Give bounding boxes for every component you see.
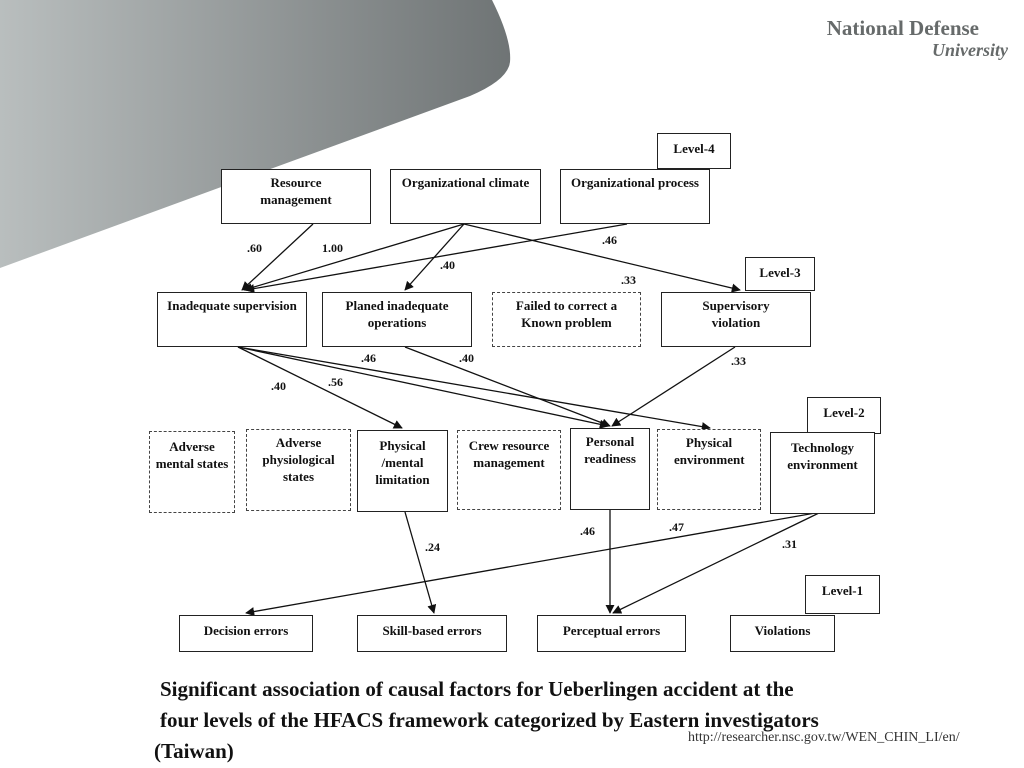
factor-adverse-mental-states: Adverse mental states [149,431,235,513]
factor-resource-management: Resource management [221,169,371,224]
coefficient-label: .46 [580,524,595,538]
factor-planed-inadequate-operations: Planed inadequate operations [322,292,472,347]
coefficient-label: .56 [328,375,343,389]
factor-decision-errors: Decision errors [179,615,313,652]
level-1-label: Level-1 [805,575,880,614]
factor-supervisory-violation: Supervisory violation [661,292,811,347]
factor-organizational-climate: Organizational climate [390,169,541,224]
arrow-supervision-to-physical-mental [237,346,403,429]
coefficient-label: .33 [731,354,746,368]
coefficient-label: .47 [669,520,684,534]
caption-line-2: four levels of the HFACS framework categ… [160,708,819,732]
arrow-operations-to-personal-readiness [404,346,611,428]
level-3-label: Level-3 [745,257,815,291]
arrow-climate-to-operations [404,223,465,291]
arrow-climate-to-supervision [243,223,465,293]
factor-violations: Violations [730,615,835,652]
arrow-technology-to-perceptual-errors [612,511,822,614]
arrow-supervision-to-physical-environment [237,346,711,432]
figure-caption: Significant association of causal factor… [154,674,990,767]
factor-inadequate-supervision: Inadequate supervision [157,292,307,347]
decorative-corner-shape [0,0,511,268]
level-2-label: Level-2 [807,397,881,434]
factor-physical-mental-limitation: Physical /mental limitation [357,430,448,512]
factor-adverse-physiological-states: Adverse physiological states [246,429,351,511]
factor-crew-resource-management: Crew resource management [457,430,561,510]
caption-line-3: (Taiwan) [154,739,234,763]
arrow-process-to-supervision [245,223,628,294]
coefficient-label: .46 [602,233,617,247]
factor-technology-environment: Technology environment [770,432,875,514]
arrow-violation-to-personal-readiness [611,346,736,427]
arrow-physical-mental-to-skill-errors [404,511,437,614]
coefficient-label: .40 [271,379,286,393]
coefficient-label: .40 [440,258,455,272]
arrow-technology-to-decision-errors [245,511,822,617]
factor-perceptual-errors: Perceptual errors [537,615,686,652]
factor-skill-based-errors: Skill-based errors [357,615,507,652]
source-url-link[interactable]: http://researcher.nsc.gov.tw/WEN_CHIN_LI… [688,730,960,745]
coefficient-label: .60 [247,241,262,255]
coefficient-label: .46 [361,351,376,365]
brand-logo-text: National Defense University [827,16,1008,60]
factor-failed-to-correct-problem: Failed to correct a Known problem [492,292,641,347]
factor-personal-readiness: Personal readiness [570,428,650,510]
brand-subname: University [932,40,1008,60]
arrow-resource-to-supervision [241,223,314,291]
factor-physical-environment: Physical environment [657,429,761,510]
arrow-climate-to-supervisory-violation [463,223,741,293]
coefficient-label: .40 [459,351,474,365]
coefficient-label: .33 [621,273,636,287]
coefficient-label: .24 [425,540,440,554]
coefficient-label: .31 [782,537,797,551]
coefficient-label: 1.00 [322,241,343,255]
caption-line-1: Significant association of causal factor… [160,677,794,701]
arrow-supervision-to-personal-readiness [237,346,609,429]
brand-name: National Defense [826,16,979,40]
factor-organizational-process: Organizational process [560,169,710,224]
level-4-label: Level-4 [657,133,731,169]
